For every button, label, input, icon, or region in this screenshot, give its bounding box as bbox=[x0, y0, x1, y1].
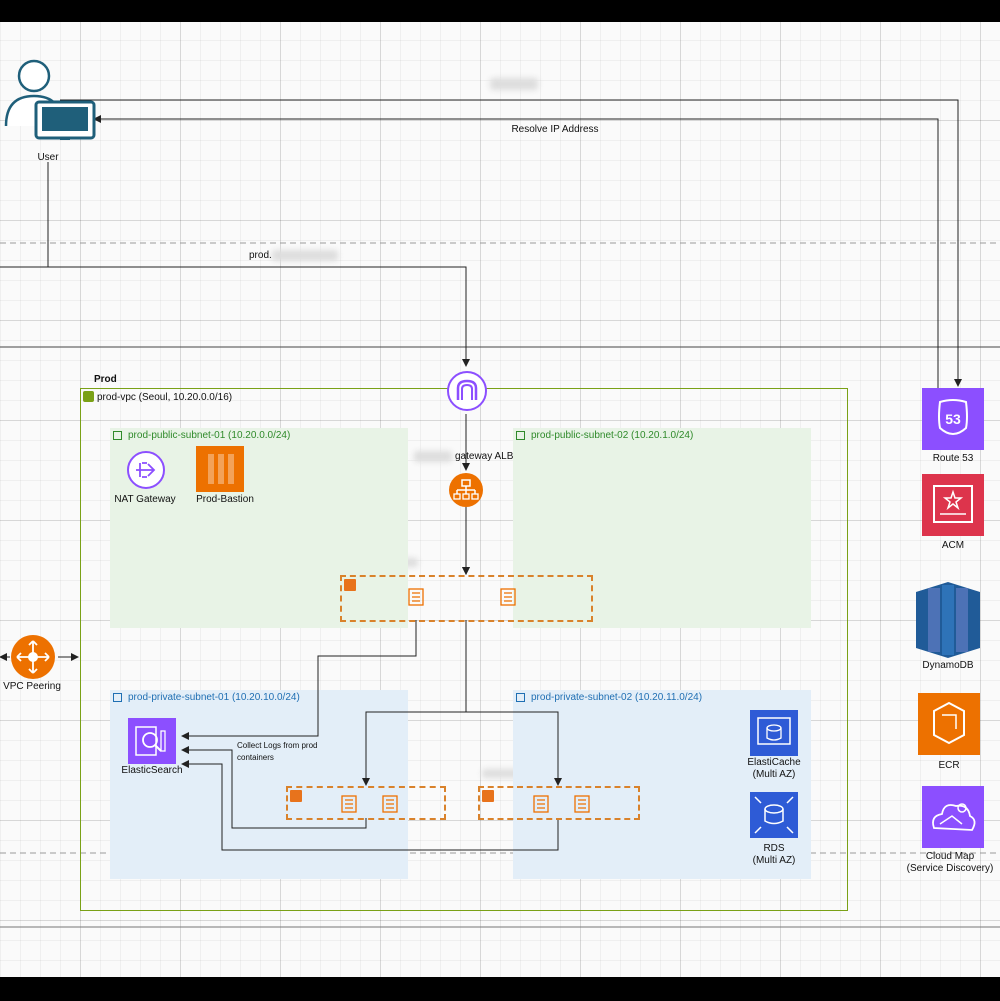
ecr-icon bbox=[918, 693, 980, 755]
load-balancer-icon bbox=[449, 473, 483, 507]
redacted-asg-name-3 bbox=[482, 769, 532, 778]
cloud-map-label: Cloud Map(Service Discovery) bbox=[900, 851, 1000, 875]
user-label: User bbox=[37, 152, 59, 163]
dynamodb-label: DynamoDB bbox=[922, 660, 974, 671]
asg-badge-icon bbox=[344, 579, 356, 591]
ecs-task-icon bbox=[408, 588, 424, 606]
lock-icon bbox=[516, 431, 525, 440]
user-icon bbox=[4, 59, 96, 140]
cloud-map-icon bbox=[922, 786, 984, 848]
redacted-alb-name bbox=[414, 451, 452, 462]
rds-name: RDS bbox=[763, 843, 785, 854]
rds-icon bbox=[750, 792, 798, 838]
collect-logs-label-2: containers bbox=[237, 753, 274, 762]
user-to-alb-connector bbox=[47, 162, 470, 367]
ecs-task-icon bbox=[500, 588, 516, 606]
acm-icon bbox=[922, 474, 984, 536]
cloud-map-name: Cloud Map bbox=[925, 851, 975, 862]
ecr-label: ECR bbox=[938, 760, 960, 771]
private-subnet-02-label: prod-private-subnet-02 (10.20.11.0/24) bbox=[531, 692, 703, 703]
connector-overlay bbox=[181, 506, 562, 851]
resolve-ip-connector bbox=[93, 115, 939, 388]
acm-label: ACM bbox=[941, 540, 965, 551]
elasticsearch-icon bbox=[128, 718, 176, 764]
private-asg-box-1 bbox=[286, 786, 446, 820]
public-subnet-01: prod-public-subnet-01 (10.20.0.0/24) bbox=[110, 428, 408, 628]
elasticache-icon bbox=[750, 710, 798, 756]
elasticache-multiaz: (Multi AZ) bbox=[752, 769, 796, 780]
elasticache-label: ElastiCache(Multi AZ) bbox=[734, 757, 814, 781]
resolve-ip-label: Resolve IP Address bbox=[511, 124, 599, 135]
lock-icon bbox=[113, 431, 122, 440]
rds-multiaz: (Multi AZ) bbox=[752, 855, 796, 866]
private-subnet-01-label: prod-private-subnet-01 (10.20.10.0/24) bbox=[128, 692, 300, 703]
lock-icon bbox=[113, 693, 122, 702]
ecs-task-icon bbox=[341, 795, 357, 813]
rds-label: RDS(Multi AZ) bbox=[734, 843, 814, 867]
elasticache-name: ElastiCache bbox=[747, 757, 801, 768]
route53-label: Route 53 bbox=[932, 453, 974, 464]
public-subnet-01-label: prod-public-subnet-01 (10.20.0.0/24) bbox=[128, 430, 291, 441]
collect-logs-label-1: Collect Logs from prod bbox=[237, 741, 318, 750]
route53-icon: 53 bbox=[922, 388, 984, 450]
vpc-icon bbox=[83, 391, 94, 402]
ecs-task-icon bbox=[574, 795, 590, 813]
internet-gateway-icon bbox=[447, 371, 487, 411]
prod-env-label: Prod bbox=[94, 374, 117, 385]
nat-gateway-icon bbox=[127, 451, 165, 489]
elasticsearch-label: ElasticSearch bbox=[121, 765, 183, 776]
ecs-task-icon bbox=[533, 795, 549, 813]
lock-icon bbox=[516, 693, 525, 702]
bastion-label: Prod-Bastion bbox=[196, 494, 254, 505]
gateway-asg-box bbox=[340, 575, 593, 622]
drawing-canvas: User Resolve IP Address prod. Prod prod-… bbox=[0, 22, 1000, 977]
ecs-task-icon bbox=[382, 795, 398, 813]
cloud-map-subtitle: (Service Discovery) bbox=[906, 863, 994, 874]
vpc-peering-label: VPC Peering bbox=[3, 681, 61, 692]
alb-label: gateway ALB bbox=[455, 451, 514, 462]
nat-gateway-label: NAT Gateway bbox=[114, 494, 176, 505]
asg-badge-icon bbox=[482, 790, 494, 802]
private-asg-box-2 bbox=[478, 786, 640, 820]
vpc-label: prod-vpc (Seoul, 10.20.0.0/16) bbox=[97, 392, 233, 403]
user-to-route53-connector bbox=[60, 99, 962, 387]
dynamodb-icon bbox=[916, 582, 980, 658]
public-subnet-02: prod-public-subnet-02 (10.20.1.0/24) bbox=[513, 428, 811, 628]
redacted-domain bbox=[272, 250, 338, 261]
vpc-peering-icon bbox=[11, 635, 55, 679]
asg-badge-icon bbox=[290, 790, 302, 802]
svg-text:53: 53 bbox=[945, 411, 961, 427]
public-subnet-02-label: prod-public-subnet-02 (10.20.1.0/24) bbox=[531, 430, 694, 441]
ec2-bastion-icon bbox=[196, 446, 244, 492]
prod-domain-label: prod. bbox=[249, 250, 272, 261]
redacted-text bbox=[490, 78, 538, 90]
